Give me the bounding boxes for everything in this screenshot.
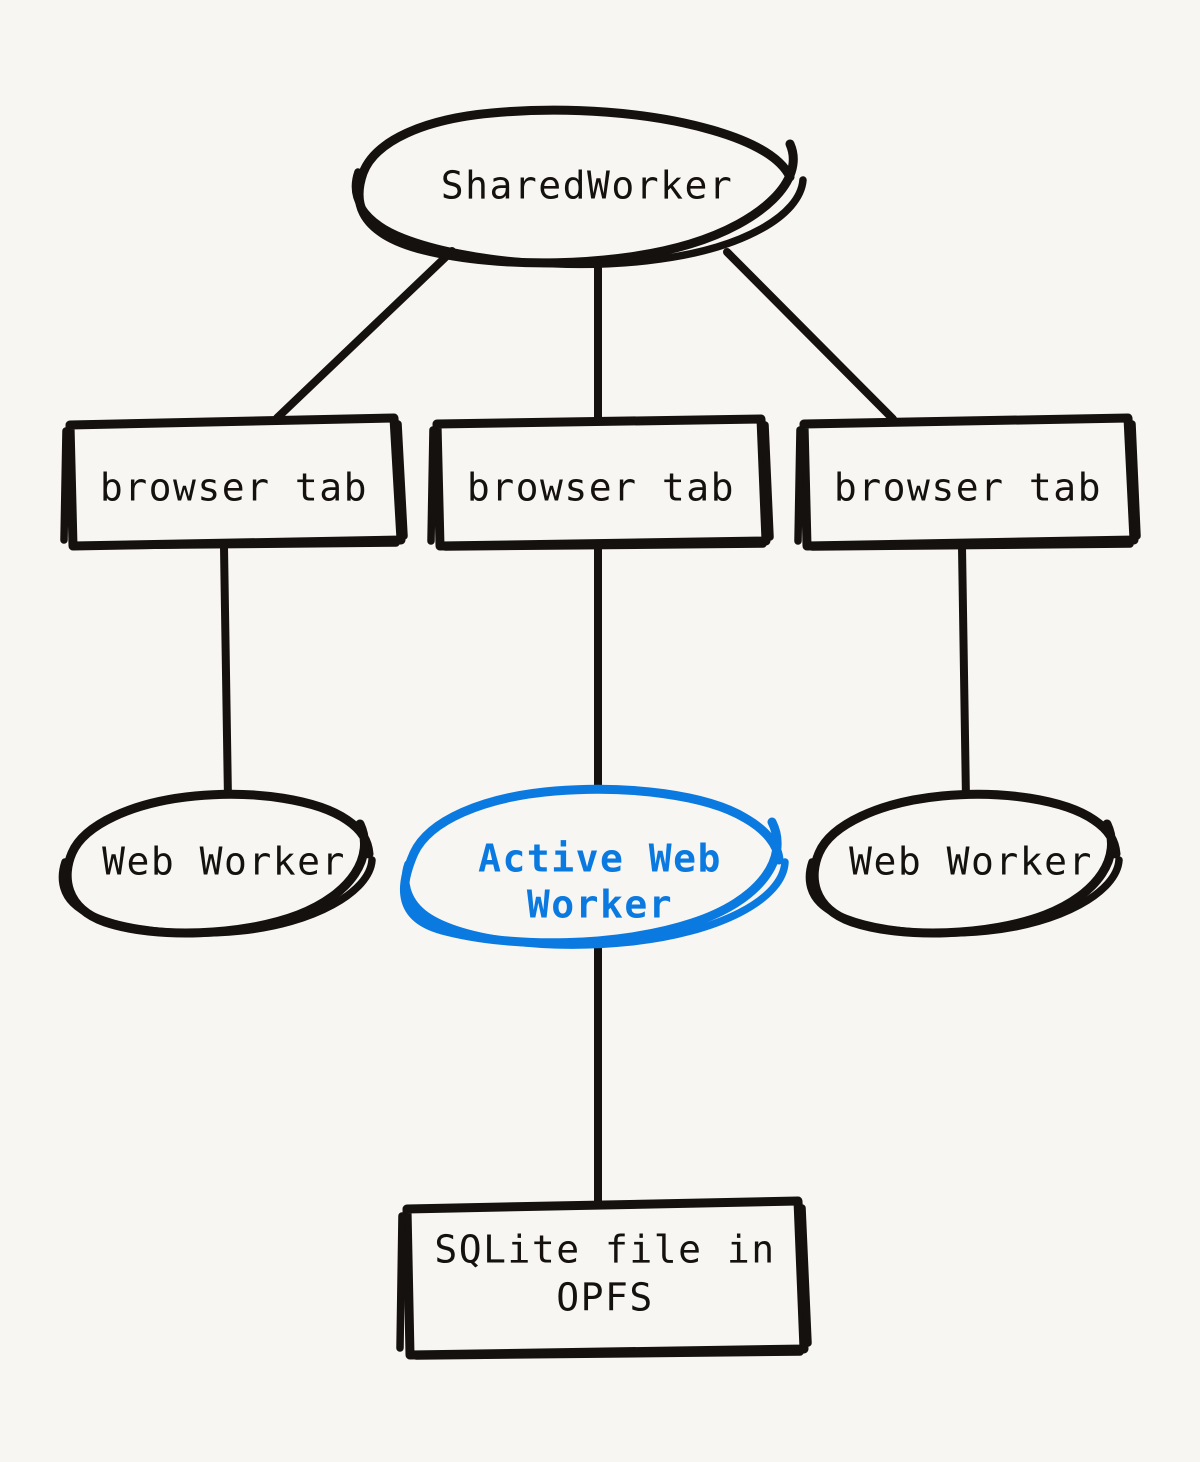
node-browser-tab-left[interactable]: browser tab [60, 413, 408, 551]
sqlite-file-outline [402, 1196, 809, 1360]
browser-tab-right-label: browser tab [834, 466, 1102, 510]
web-worker-left-outline-pass2 [58, 856, 376, 937]
browser-tab-center-outline-pass2 [427, 421, 774, 551]
web-worker-right-outline-pass2 [805, 856, 1123, 937]
shared-worker-label: SharedWorker [441, 164, 734, 208]
shared-worker-outline [354, 105, 798, 268]
web-worker-right-outline [809, 789, 1121, 938]
web-worker-left-label: Web Worker [102, 840, 346, 884]
node-web-worker-right[interactable]: Web Worker [805, 789, 1123, 938]
node-web-worker-left[interactable]: Web Worker [58, 789, 376, 938]
edge-sharedworker-to-browser-tab-left [273, 247, 456, 422]
node-shared-worker[interactable]: SharedWorker [351, 105, 807, 269]
edge-sharedworker-to-browser-tab-right [723, 248, 897, 423]
node-browser-tab-center[interactable]: browser tab [427, 414, 774, 551]
edge-browser-tab-left-to-web-worker-left [220, 543, 232, 804]
shared-worker-outline-pass2 [351, 168, 807, 269]
sqlite-file-outline-pass2 [396, 1204, 812, 1360]
browser-tab-left-label: browser tab [100, 466, 368, 510]
browser-tab-right-outline-pass2 [794, 420, 1141, 551]
browser-tab-left-outline-pass2 [60, 420, 408, 550]
active-web-worker-outline-pass2 [401, 858, 789, 949]
active-web-worker-label-line2: Worker [527, 883, 673, 927]
sqlite-file-label-line1: SQLite file in [434, 1228, 775, 1272]
sqlite-file-label-line2: OPFS [556, 1276, 654, 1320]
browser-tab-center-outline [432, 414, 771, 551]
edge-browser-tab-right-to-web-worker-right [958, 543, 970, 804]
node-browser-tab-right[interactable]: browser tab [794, 413, 1141, 551]
web-worker-left-outline [62, 789, 374, 938]
web-worker-right-label: Web Worker [849, 840, 1093, 884]
active-web-worker-label-line1: Active Web [478, 837, 722, 881]
browser-tab-center-label: browser tab [467, 466, 735, 510]
browser-tab-left-outline [65, 413, 406, 551]
node-active-web-worker[interactable]: Active Web Worker [399, 784, 789, 949]
node-sqlite-file[interactable]: SQLite file in OPFS [396, 1196, 812, 1360]
browser-tab-right-outline [799, 413, 1139, 551]
edge-group [220, 247, 970, 1207]
